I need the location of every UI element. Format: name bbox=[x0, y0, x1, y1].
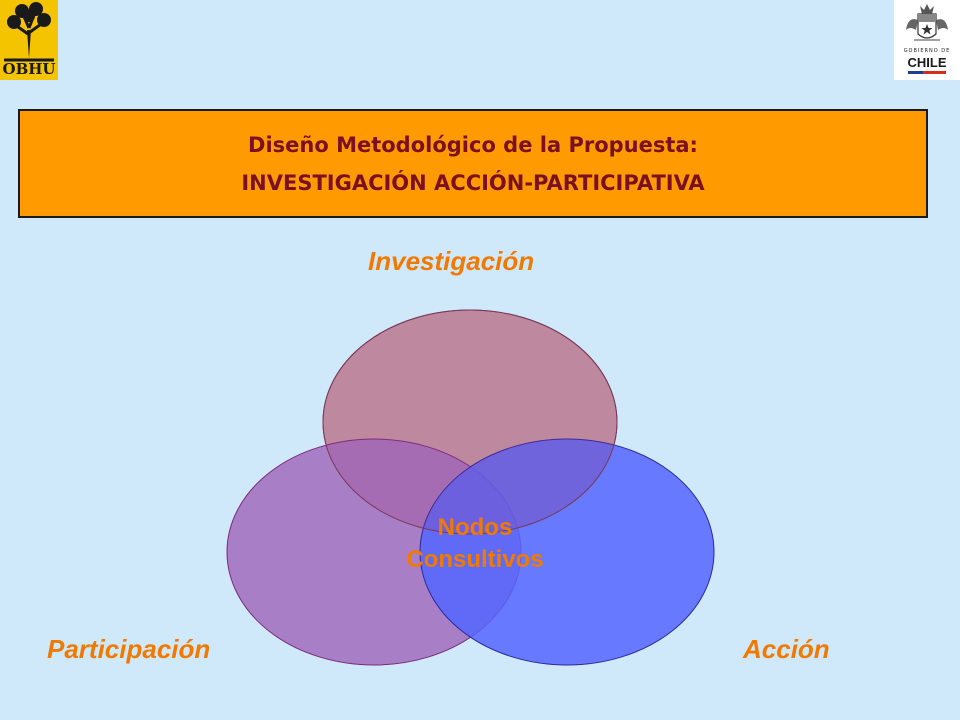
center-label-line-2: Consultivos bbox=[406, 546, 544, 573]
obhu-logo-text: OBHU bbox=[2, 60, 56, 78]
chile-coat-of-arms-icon bbox=[906, 4, 948, 41]
gobierno-caption: GOBIERNO DE bbox=[903, 48, 951, 54]
title-line-2: INVESTIGACIÓN ACCIÓN-PARTICIPATIVA bbox=[241, 170, 705, 195]
obhu-logo: OBHU bbox=[0, 0, 58, 80]
label-accion: Acción bbox=[743, 634, 830, 664]
center-label: Nodos Consultivos bbox=[370, 512, 580, 576]
chile-flag-bar bbox=[908, 71, 946, 74]
title-box: Diseño Metodológico de la Propuesta: INV… bbox=[18, 109, 928, 218]
obhu-tree-icon bbox=[4, 2, 54, 62]
chile-wordmark: CHILE bbox=[907, 55, 947, 70]
title-line-1: Diseño Metodológico de la Propuesta: bbox=[248, 132, 698, 157]
circle-accion bbox=[419, 438, 715, 666]
label-participacion: Participación bbox=[47, 634, 211, 664]
gobierno-chile-logo: GOBIERNO DE CHILE bbox=[894, 0, 960, 80]
label-investigacion: Investigación bbox=[368, 246, 535, 276]
center-label-line-1: Nodos bbox=[437, 514, 513, 541]
circle-investigacion-outline bbox=[322, 309, 618, 535]
